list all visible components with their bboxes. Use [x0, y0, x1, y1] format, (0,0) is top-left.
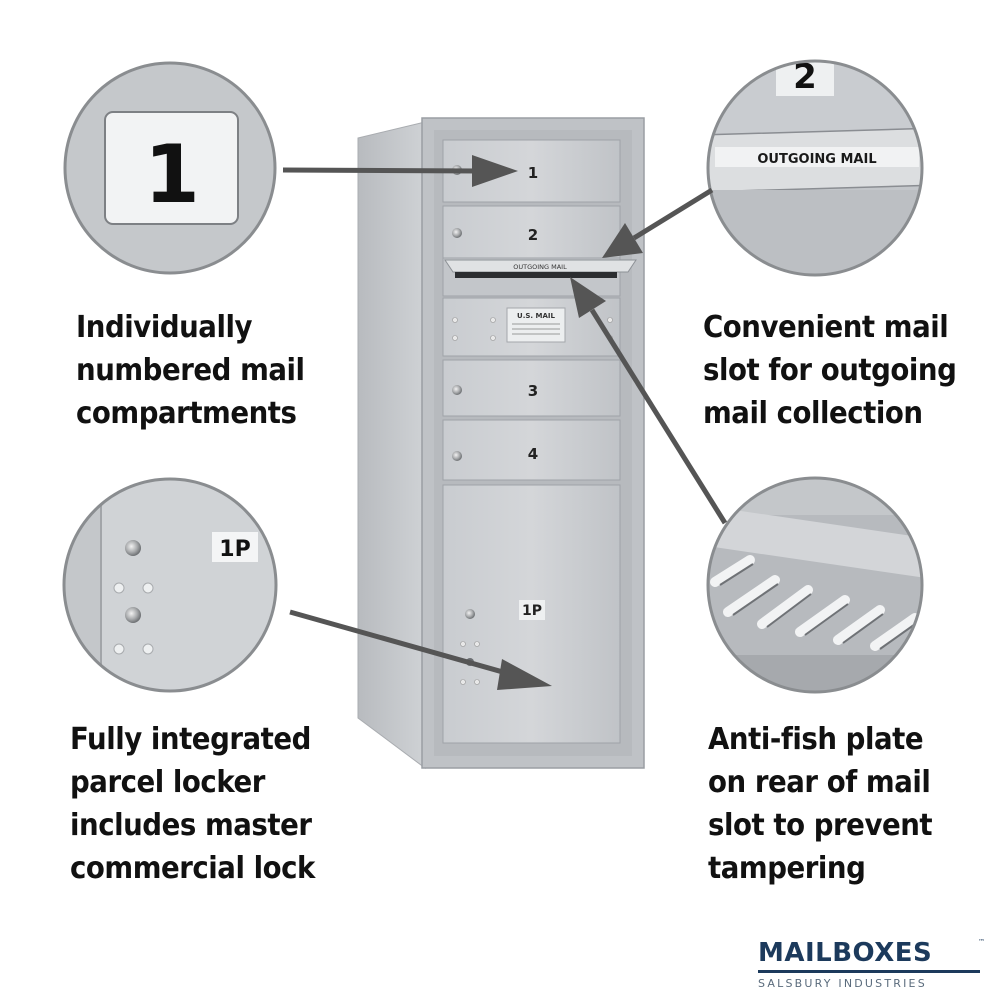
arrow-to-anti-fish-slot — [589, 308, 728, 525]
anti-fish-teeth — [710, 555, 920, 651]
feature-line: commercial lock — [70, 851, 315, 886]
feature-line: Convenient mail — [703, 310, 949, 345]
outgoing-mail-slot: OUTGOING MAIL — [442, 257, 637, 297]
compartment-door-1 — [442, 139, 621, 203]
brand-logo: MAILBOXES ™ SALSBURY INDUSTRIES — [758, 938, 985, 992]
lock-icon — [452, 451, 462, 461]
usmail-decal — [506, 307, 566, 343]
feature-line: Anti-fish plate — [708, 722, 924, 757]
feature-line: Individually — [76, 310, 253, 345]
outgoing-callout-label: OUTGOING MAIL — [757, 152, 876, 167]
compartment-door-4 — [442, 419, 621, 481]
outgoing-slot-label: OUTGOING MAIL — [513, 263, 567, 271]
feature-antifish-text: Anti-fish plate on rear of mail slot to … — [708, 718, 933, 890]
feature-compartments-text: Individually numbered mail compartments — [76, 306, 305, 435]
feature-line: slot for outgoing — [703, 353, 957, 388]
callout-anti-fish-plate — [706, 476, 924, 694]
lock-icon — [452, 228, 462, 238]
lock-icon — [452, 385, 462, 395]
feature-line: compartments — [76, 396, 297, 431]
callout-parcel-locker: 1P — [62, 477, 278, 693]
arrow-to-compartment — [282, 167, 479, 174]
usmail-label: U.S. MAIL — [517, 312, 555, 320]
feature-outgoing-text: Convenient mail slot for outgoing mail c… — [703, 306, 957, 435]
lock-icon — [125, 540, 141, 556]
door-3-label: 3 — [528, 382, 538, 400]
door-1-label: 1 — [528, 164, 538, 182]
compartment-door-2 — [442, 205, 621, 259]
feature-line: mail collection — [703, 396, 923, 431]
door-4-label: 4 — [528, 445, 538, 463]
mailbox-unit: 1 2 OUTGOING MAIL U.S. MAIL 3 4 — [357, 117, 645, 769]
outgoing-box-number-label: 2 — [793, 57, 817, 97]
feature-line: on rear of mail — [708, 765, 931, 800]
brand-trademark: ™ — [978, 938, 985, 946]
feature-line: numbered mail — [76, 353, 305, 388]
callout-compartment-number: 1 — [63, 61, 277, 275]
feature-line: Fully integrated — [70, 722, 311, 757]
compartment-door-3 — [442, 359, 621, 417]
feature-line: includes master — [70, 808, 312, 843]
feature-line: tampering — [708, 851, 866, 886]
callout-outgoing-mail: 2 OUTGOING MAIL — [706, 57, 924, 277]
parcel-callout-label: 1P — [219, 537, 250, 562]
arrow-to-outgoing-slot — [632, 187, 714, 241]
compartment-number-label: 1 — [144, 128, 200, 221]
mailbox-side-panel — [357, 121, 426, 769]
feature-line: slot to prevent — [708, 808, 933, 843]
arrow-to-parcel-locker — [289, 609, 511, 677]
lock-icon — [125, 607, 141, 623]
parcel-locker-label: 1P — [522, 603, 542, 619]
parcel-locker-decal — [519, 600, 545, 620]
lock-icon — [465, 609, 475, 619]
brand-subtitle: SALSBURY INDUSTRIES — [758, 977, 927, 990]
feature-line: parcel locker — [70, 765, 265, 800]
brand-name: MAILBOXES — [758, 938, 980, 973]
feature-parcel-text: Fully integrated parcel locker includes … — [70, 718, 315, 890]
door-2-label: 2 — [528, 226, 538, 244]
callout-arrows — [282, 155, 728, 690]
